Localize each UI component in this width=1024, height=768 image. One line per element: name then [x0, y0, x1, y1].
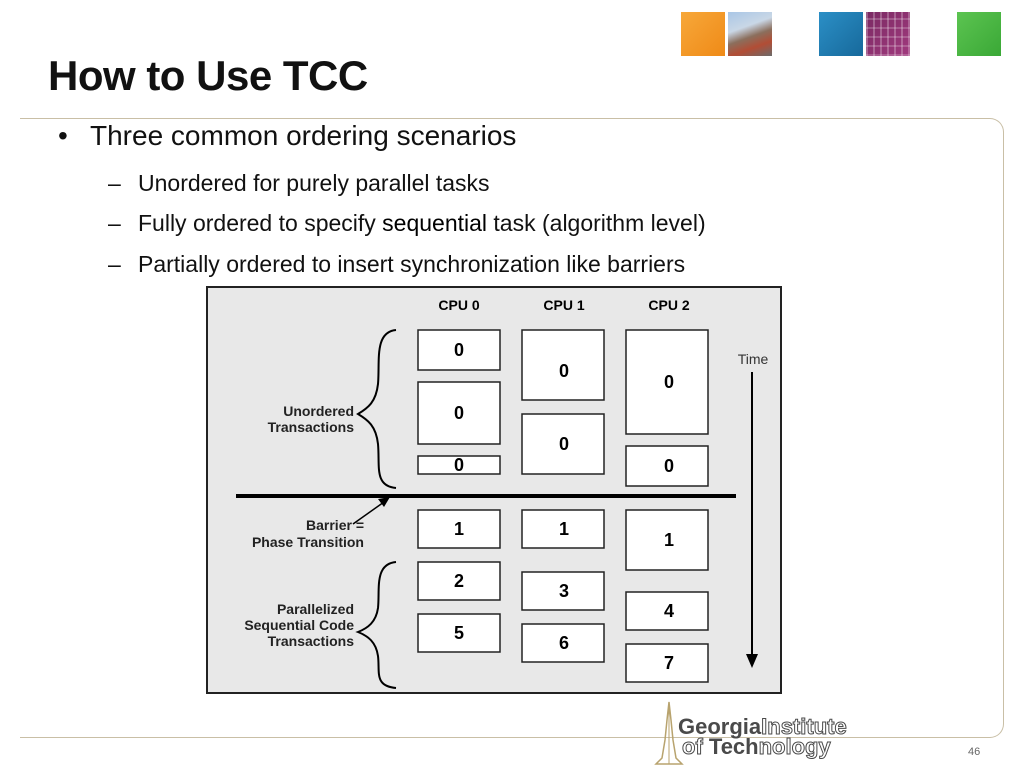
transaction-label: 0: [454, 403, 464, 423]
transaction-label: 1: [664, 530, 674, 550]
transaction-box: [417, 329, 501, 371]
transaction-label: 6: [559, 633, 569, 653]
tower-icon: [654, 701, 684, 765]
transaction-label: 0: [559, 361, 569, 381]
sub-bullet-text: Partially ordered to insert synchronizat…: [138, 251, 686, 277]
logo-text-bold: Georgia: [678, 714, 762, 739]
cpu-header: CPU 0: [438, 297, 479, 313]
time-label: Time: [738, 351, 769, 367]
cpu-header: CPU 1: [543, 297, 584, 313]
barrier-label: Barrier =: [306, 517, 364, 533]
time-arrowhead: [746, 654, 758, 668]
logo-text-bold: Tech: [708, 734, 759, 759]
transaction-label: 0: [559, 434, 569, 454]
dash-symbol: –: [108, 251, 121, 277]
transaction-box: [625, 329, 709, 435]
transaction-box: [417, 509, 501, 549]
transaction-box: [521, 623, 605, 663]
transaction-box: [417, 381, 501, 445]
parallelized-brace: [355, 561, 397, 689]
transaction-label: 2: [454, 571, 464, 591]
transaction-box: [521, 413, 605, 475]
logo-text-outline: of: [682, 734, 709, 760]
dash-symbol: –: [108, 170, 121, 196]
barrier-arrowhead: [378, 497, 390, 507]
orange-square-decoration: [681, 12, 725, 56]
unordered-brace: [356, 329, 397, 489]
green-square-decoration: [957, 12, 1001, 56]
unordered-label: Unordered: [283, 403, 354, 419]
transaction-box: [417, 455, 501, 475]
transaction-label: 5: [454, 623, 464, 643]
transaction-box: [625, 509, 709, 571]
transaction-label: 3: [559, 581, 569, 601]
sub-bullet-partially-ordered: –Partially ordered to insert synchroniza…: [108, 251, 685, 278]
cpu-header: CPU 2: [648, 297, 689, 313]
transaction-box: [521, 571, 605, 611]
transaction-label: 4: [664, 601, 674, 621]
sequential-highlight: sequential: [382, 210, 488, 236]
unordered-label: Transactions: [268, 419, 355, 435]
transaction-box: [417, 561, 501, 601]
parallelized-label: Parallelized: [277, 601, 354, 617]
parallelized-label: Sequential Code: [244, 617, 354, 633]
page-number: 46: [968, 746, 981, 758]
transaction-box: [625, 445, 709, 487]
transaction-label: 0: [454, 455, 464, 475]
sub-bullet-text-suffix: task (algorithm level): [487, 210, 706, 236]
transaction-box: [521, 329, 605, 401]
transaction-label: 0: [454, 340, 464, 360]
transaction-box: [417, 613, 501, 653]
logo-text-line1: GeorgiaInstitute: [678, 714, 847, 740]
bullet-symbol: •: [58, 120, 68, 151]
sub-bullet-text: Fully ordered to specify: [138, 210, 383, 236]
slide-title: How to Use TCC: [48, 52, 368, 99]
transaction-label: 0: [664, 372, 674, 392]
transaction-label: 1: [559, 519, 569, 539]
dash-symbol: –: [108, 210, 121, 236]
barrier-pointer-arrow: [352, 501, 385, 525]
transaction-box: [625, 591, 709, 631]
blue-square-decoration: [819, 12, 863, 56]
transaction-label: 1: [454, 519, 464, 539]
circuit-photo-thumbnail: [866, 12, 910, 56]
content-frame: [20, 118, 1004, 738]
campus-photo-thumbnail: [728, 12, 772, 56]
logo-text-outline: Institute: [761, 714, 848, 740]
main-bullet: • Three common ordering scenarios: [58, 120, 516, 152]
transaction-label: 0: [664, 456, 674, 476]
georgia-tech-logo: GeorgiaInstitute of Technology: [646, 700, 890, 766]
transaction-label: 7: [664, 653, 674, 673]
main-bullet-text: Three common ordering scenarios: [90, 120, 517, 151]
barrier-label: Phase Transition: [252, 534, 364, 550]
parallelized-label: Transactions: [268, 633, 355, 649]
transaction-box: [625, 643, 709, 683]
tcc-ordering-diagram: CPU 0 CPU 1 CPU 2 0 0 0 0 0 0 0: [206, 286, 782, 694]
sub-bullet-fully-ordered: –Fully ordered to specify sequential tas…: [108, 210, 706, 237]
logo-text-outline: nology: [758, 734, 831, 760]
sub-bullet-unordered: –Unordered for purely parallel tasks: [108, 170, 490, 197]
transaction-box: [521, 509, 605, 549]
sub-bullet-text: Unordered for purely parallel tasks: [138, 170, 490, 196]
logo-text-line2: of Technology: [682, 734, 832, 760]
